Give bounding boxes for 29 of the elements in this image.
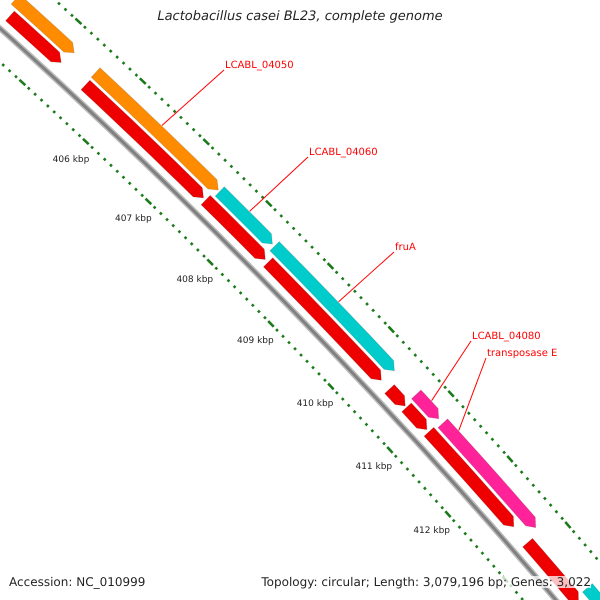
leader-line <box>338 252 394 302</box>
gene-feature-block <box>384 384 406 406</box>
scale-label: 407 kbp <box>115 213 152 226</box>
gene-feature-block <box>5 10 62 63</box>
gene-feature-block <box>90 67 219 190</box>
genome-stats: Topology: circular; Length: 3,079,196 bp; Genes: 3,022 <box>261 576 591 588</box>
leader-line <box>458 358 486 431</box>
gene-feature-block <box>200 194 266 260</box>
leader-line <box>431 340 472 402</box>
gene-label: LCABL_04060 <box>309 147 378 159</box>
gene-label: LCABL_04050 <box>225 60 294 72</box>
gene-feature-block <box>424 426 514 528</box>
genome-title: Lactobacillus casei BL23, complete genome <box>157 11 443 23</box>
scale-label: 410 kbp <box>296 398 334 410</box>
leader-line <box>249 156 308 212</box>
accession-label: Accession: NC_010999 <box>9 576 146 588</box>
gene-feature-block <box>410 389 440 420</box>
gene-label: transposase E <box>487 348 558 360</box>
gene-feature-block <box>401 402 428 430</box>
scale-label: 406 kbp <box>52 154 90 166</box>
gene-feature-block <box>214 186 273 244</box>
scale-label: 412 kbp <box>413 524 450 537</box>
scale-label: 409 kbp <box>237 335 274 348</box>
scale-label: 408 kbp <box>176 274 214 286</box>
gene-label: fruA <box>395 242 416 254</box>
scale-label: 411 kbp <box>355 460 392 473</box>
leader-line <box>161 70 224 126</box>
gene-label: LCABL_04080 <box>472 331 541 343</box>
gene-feature-block <box>10 0 75 54</box>
